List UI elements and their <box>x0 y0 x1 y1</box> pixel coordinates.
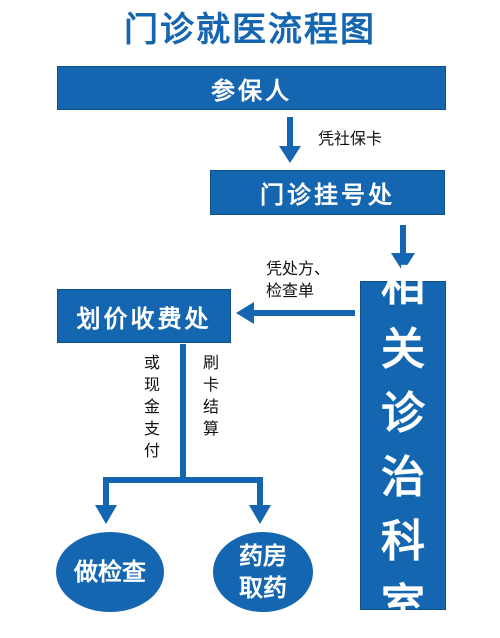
arrow-head-department <box>236 302 254 324</box>
edge-label-cash: 或现金支付 <box>143 353 160 460</box>
node-registration: 门诊挂号处 <box>210 170 445 215</box>
node-insured: 参保人 <box>57 66 446 110</box>
edge-label-prescription-line-2: 检查单 <box>266 281 315 300</box>
node-department: 相 关 诊 治 科 室 <box>360 260 446 631</box>
page-title: 门诊就医流程图 <box>124 10 376 50</box>
node-pricing-label: 划价收费处 <box>76 304 212 333</box>
node-exam: 做检查 <box>56 532 164 612</box>
node-pharmacy-line-2: 取药 <box>239 574 287 602</box>
node-insured-label: 参保人 <box>211 76 292 105</box>
edge-label-prescription-line-1: 凭处方、 <box>266 259 331 278</box>
node-department-char-5: 科 <box>381 515 425 567</box>
node-exam-label: 做检查 <box>74 558 146 586</box>
arrow-head-registration <box>391 253 415 272</box>
node-department-char-2: 关 <box>381 323 425 375</box>
node-pharmacy-line-1: 药房 <box>239 542 287 570</box>
node-department-char-3: 诊 <box>381 387 425 439</box>
arrow-head-exam <box>95 505 117 524</box>
arrow-head-insured <box>279 146 301 163</box>
arrow-head-pharmacy <box>249 505 271 524</box>
node-department-char-6: 室 <box>381 579 425 631</box>
edge-label-social-card: 凭社保卡 <box>318 129 383 148</box>
node-department-char-4: 治 <box>381 451 425 503</box>
edge-label-prescription: 凭处方、 检查单 <box>266 258 356 302</box>
flow-connectors <box>95 117 415 524</box>
edge-label-card: 刷卡结算 <box>202 353 219 438</box>
node-pharmacy: 药房 取药 <box>213 532 313 612</box>
node-pricing: 划价收费处 <box>57 289 231 343</box>
node-registration-label: 门诊挂号处 <box>260 181 395 209</box>
node-department-char-1: 相 <box>381 259 425 311</box>
